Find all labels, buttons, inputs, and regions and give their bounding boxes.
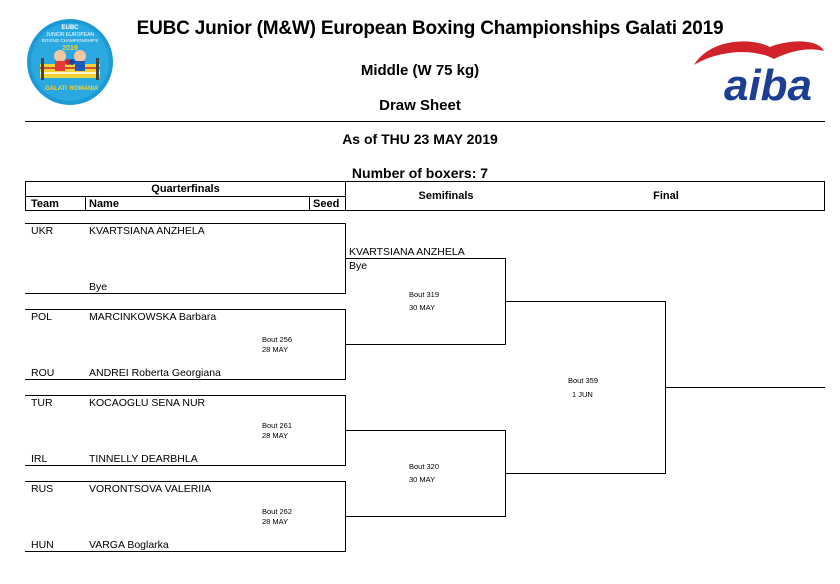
logo-text-country: ROMANIA bbox=[70, 86, 99, 92]
qf-name-4: ANDREI Roberta Georgiana bbox=[89, 367, 221, 379]
qf-team-5: TUR bbox=[31, 397, 53, 409]
sf-line bbox=[345, 344, 505, 345]
final-line bbox=[505, 473, 665, 474]
qf-bout-date: 28 MAY bbox=[262, 431, 289, 440]
qf-bout-label: Bout 262 bbox=[262, 507, 293, 516]
qf-name-5: KOCAOGLU SENA NUR bbox=[89, 397, 206, 409]
qf-name-6: TINNELLY DEARBHLA bbox=[89, 453, 198, 465]
qf-line bbox=[25, 395, 345, 396]
qf-team-8: HUN bbox=[31, 539, 54, 551]
sf-bout-date: 30 MAY bbox=[409, 475, 436, 484]
quarterfinals-header: Quarterfinals bbox=[26, 182, 346, 197]
final-header: Final bbox=[653, 190, 679, 202]
winner-line bbox=[665, 387, 825, 388]
logo-text-line3: BOXING CHAMPIONSHIPS bbox=[42, 38, 99, 43]
qf-bout-date: 28 MAY bbox=[262, 345, 289, 354]
seed-column-header: Seed bbox=[310, 197, 346, 211]
logo-text-line2: JUNIOR EUROPEAN bbox=[46, 32, 94, 38]
aiba-logo: aiba bbox=[690, 37, 830, 110]
final-bout-label: Bout 359 bbox=[568, 376, 599, 385]
qf-line bbox=[25, 293, 345, 294]
sf-bout-label: Bout 319 bbox=[409, 290, 440, 299]
qf-line bbox=[25, 465, 345, 466]
qf-name-7: VORONTSOVA VALERIIA bbox=[89, 483, 212, 495]
sf-advanced-name: KVARTSIANA ANZHELA bbox=[349, 246, 465, 258]
sf-bye-note: Bye bbox=[349, 260, 368, 272]
qf-team-1: UKR bbox=[31, 225, 54, 237]
qf-bout-date: 28 MAY bbox=[262, 517, 289, 526]
logo-text-eubc: EUBC bbox=[61, 25, 79, 31]
semifinals-header: Semifinals bbox=[418, 190, 474, 202]
bracket-header: Quarterfinals Team Name Seed Semifinals … bbox=[25, 181, 825, 211]
qf-name-1: KVARTSIANA ANZHELA bbox=[89, 225, 205, 237]
sf-line bbox=[345, 430, 505, 431]
qf-bout-label: Bout 256 bbox=[262, 335, 293, 344]
qf-line bbox=[25, 309, 345, 310]
logo-text-year: 2019 bbox=[62, 45, 78, 52]
qf-team-3: POL bbox=[31, 311, 53, 323]
eubc-championship-logo: EUBC JUNIOR EUROPEAN BOXING CHAMPIONSHIP… bbox=[26, 18, 114, 106]
qf-name-3: MARCINKOWSKA Barbara bbox=[89, 311, 217, 323]
final-bout-date: 1 JUN bbox=[572, 390, 593, 399]
qf-team-6: IRL bbox=[31, 453, 48, 465]
sf-bout-date: 30 MAY bbox=[409, 303, 436, 312]
qf-line bbox=[25, 379, 345, 380]
logo-text-city: GALATI bbox=[45, 86, 67, 92]
qf-line bbox=[25, 223, 345, 224]
qf-team-7: RUS bbox=[31, 483, 54, 495]
sf-bout-label: Bout 320 bbox=[409, 462, 440, 471]
as-of-date: As of THU 23 MAY 2019 bbox=[342, 131, 498, 147]
header-divider bbox=[25, 121, 825, 122]
qf-name-2: Bye bbox=[89, 281, 108, 293]
page-title: EUBC Junior (M&W) European Boxing Champi… bbox=[136, 18, 724, 39]
aiba-wordmark: aiba bbox=[724, 61, 812, 107]
qf-name-8: VARGA Boglarka bbox=[89, 539, 169, 551]
sheet-title: Draw Sheet bbox=[379, 97, 461, 114]
sf-line bbox=[345, 258, 505, 259]
qf-bout-label: Bout 261 bbox=[262, 421, 293, 430]
name-column-header: Name bbox=[86, 197, 310, 211]
qf-line bbox=[25, 551, 345, 552]
qf-team-4: ROU bbox=[31, 367, 55, 379]
final-line bbox=[505, 301, 665, 302]
boxers-count: Number of boxers: 7 bbox=[351, 165, 489, 181]
team-column-header: Team bbox=[26, 197, 86, 211]
qf-line bbox=[25, 481, 345, 482]
weight-category: Middle (W 75 kg) bbox=[360, 62, 480, 79]
sf-line bbox=[345, 516, 505, 517]
